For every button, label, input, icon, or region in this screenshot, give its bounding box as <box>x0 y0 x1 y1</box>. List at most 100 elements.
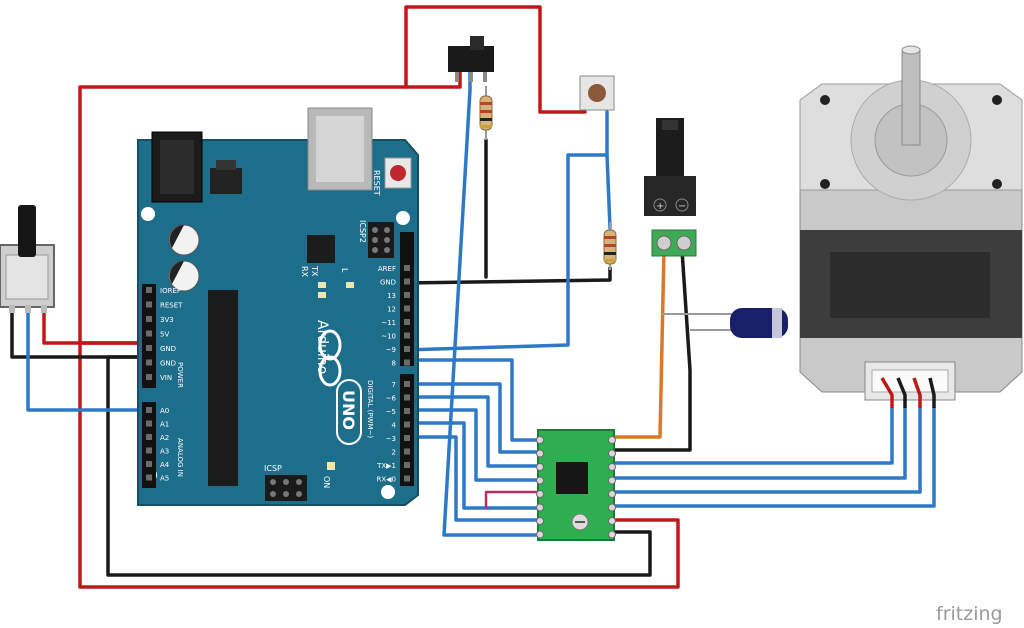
board-tx-label: TX <box>310 265 319 277</box>
driver-left-pin <box>536 503 544 512</box>
wire-button-r2 <box>605 153 612 230</box>
wire-jack-orange <box>610 248 666 439</box>
power-pin-label: IOREF <box>160 287 181 295</box>
wire-5v-red <box>78 5 587 345</box>
power-pin-label: 5V <box>160 331 169 339</box>
wire-d7-blue <box>402 382 542 454</box>
driver-pins <box>536 436 616 539</box>
digital-top-pin-label: GND <box>380 279 396 287</box>
dc-barrel-jack: + − <box>644 118 697 257</box>
digital-bottom-pin <box>404 475 410 482</box>
driver-right-pin <box>608 517 616 525</box>
wire-5v-red-switch <box>404 70 462 89</box>
analog-pin-label: A1 <box>160 421 169 429</box>
digital-top-pin <box>404 319 410 325</box>
driver-left-pin <box>536 517 544 525</box>
push-button-cap <box>588 84 606 102</box>
wire-pot-red <box>42 308 150 345</box>
board-digital-label: DIGITAL (PWM~) <box>366 380 374 438</box>
digital-header-bottom <box>400 374 414 486</box>
power-pin <box>146 359 152 366</box>
power-pin-label: VIN <box>160 374 172 382</box>
jack-minus-label: − <box>678 201 686 212</box>
digital-bottom-pin-label: ~3 <box>386 435 396 443</box>
power-pin-label: GND <box>160 345 176 353</box>
board-power-label: POWER <box>176 362 184 388</box>
wire-coil-2 <box>610 406 907 480</box>
digital-bottom-pin-label: 2 <box>392 449 396 457</box>
digital-top-pin <box>404 265 410 271</box>
board-brand: Arduino <box>314 320 330 374</box>
wire-coil-4 <box>610 406 936 508</box>
analog-pin-label: A4 <box>160 461 170 469</box>
power-pin-label: RESET <box>160 302 183 310</box>
power-pin-labels: IOREF RESET 3V3 5V GND GND VIN <box>146 287 183 382</box>
jack-plus-label: + <box>656 201 664 212</box>
slide-switch-knob <box>470 36 484 50</box>
board-icsp-label: ICSP <box>264 464 282 473</box>
wire-d4-blue <box>402 421 542 510</box>
analog-pin-label: A3 <box>160 448 169 456</box>
digital-bottom-pin <box>404 435 410 441</box>
digital-bottom-pin-label: 4 <box>392 422 397 430</box>
wire-d5-blue <box>402 408 542 482</box>
driver-chip <box>556 462 588 494</box>
analog-pin <box>146 420 152 427</box>
wire-jack-black <box>610 248 692 452</box>
driver-left-pin <box>536 463 544 471</box>
digital-top-pin-label: ~11 <box>381 319 396 327</box>
board-l-label: L <box>340 268 349 273</box>
digital-top-pin-label: 13 <box>387 292 396 300</box>
wire-vmot-red <box>78 341 680 589</box>
digital-top-pin-label: 8 <box>392 360 396 368</box>
driver-right-pin <box>608 530 616 539</box>
board-reset-label: RESET <box>372 170 381 196</box>
wire-sleep-reset <box>484 490 542 510</box>
wire-pot-blue <box>26 308 150 412</box>
power-pin <box>146 301 152 308</box>
analog-pin <box>146 434 152 440</box>
analog-pin-label: A2 <box>160 434 169 442</box>
digital-top-pin <box>404 305 410 312</box>
digital-top-pin <box>404 346 410 352</box>
analog-pin <box>146 474 152 481</box>
digital-top-pin <box>404 278 410 285</box>
stepper-motor <box>799 45 1023 408</box>
electrolytic-capacitor <box>662 308 788 338</box>
digital-bottom-pin-label: TX▶1 <box>376 462 396 470</box>
board-model: UNO <box>339 390 358 430</box>
wire-coil-3 <box>610 406 922 494</box>
power-pin <box>146 330 152 337</box>
analog-pin-label: A0 <box>160 407 169 415</box>
board-on-label: ON <box>322 476 331 488</box>
power-pin <box>146 374 152 380</box>
power-pin-label: GND <box>160 360 176 368</box>
digital-bottom-pin-label: RX◀0 <box>377 476 397 484</box>
analog-pin-label: A5 <box>160 475 169 483</box>
arduino-logo <box>318 329 342 387</box>
digital-bottom-pin <box>404 381 410 387</box>
driver-left-pin <box>536 490 544 498</box>
driver-left-pin <box>536 436 544 444</box>
digital-top-pin <box>404 332 410 339</box>
digital-top-pin-label: ~10 <box>381 333 396 341</box>
driver-right-pin <box>608 490 616 498</box>
analog-pin <box>146 447 152 454</box>
digital-top-pin-label: ~9 <box>386 346 396 354</box>
potentiometer-knob <box>18 205 36 257</box>
driver-left-pin <box>536 476 544 485</box>
driver-right-pin <box>608 436 616 444</box>
digital-bottom-pin <box>404 421 410 428</box>
driver-left-pin <box>536 449 544 458</box>
digital-bottom-pin <box>404 394 410 401</box>
digital-bottom-pin-label: 7 <box>392 381 396 389</box>
digital-bottom-pin <box>404 462 410 468</box>
power-pin <box>146 287 152 293</box>
power-pin-label: 3V3 <box>160 316 174 324</box>
a4988-stepper-driver <box>536 429 616 541</box>
slide-switch <box>448 36 494 82</box>
